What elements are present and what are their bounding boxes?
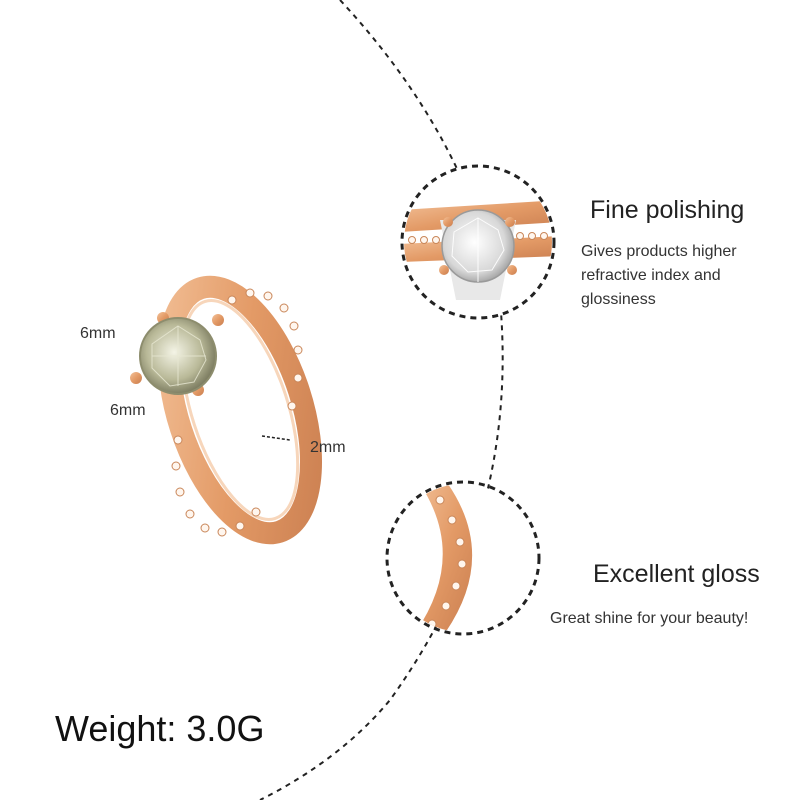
detail-circle-gloss — [385, 480, 541, 636]
ring-image — [130, 275, 323, 545]
feature-desc-line: refractive index and — [581, 267, 721, 284]
feature-desc-line: glossiness — [581, 291, 656, 308]
feature-title-polishing: Fine polishing — [590, 196, 745, 224]
stone-width-label: 6mm — [80, 325, 116, 342]
feature-desc-polishing: Gives products higher refractive index a… — [581, 240, 737, 312]
feature-desc-line: Gives products higher — [581, 243, 737, 260]
band-width-label: 2mm — [310, 439, 346, 456]
weight-label: Weight: 3.0G — [55, 708, 265, 749]
detail-frame-bottom — [385, 480, 541, 636]
feature-title-gloss: Excellent gloss — [593, 560, 760, 588]
detail-frame-top — [400, 164, 556, 320]
stone-height-label: 6mm — [110, 402, 146, 419]
feature-desc-gloss: Great shine for your beauty! — [550, 610, 749, 627]
detail-circle-polishing — [400, 164, 556, 320]
